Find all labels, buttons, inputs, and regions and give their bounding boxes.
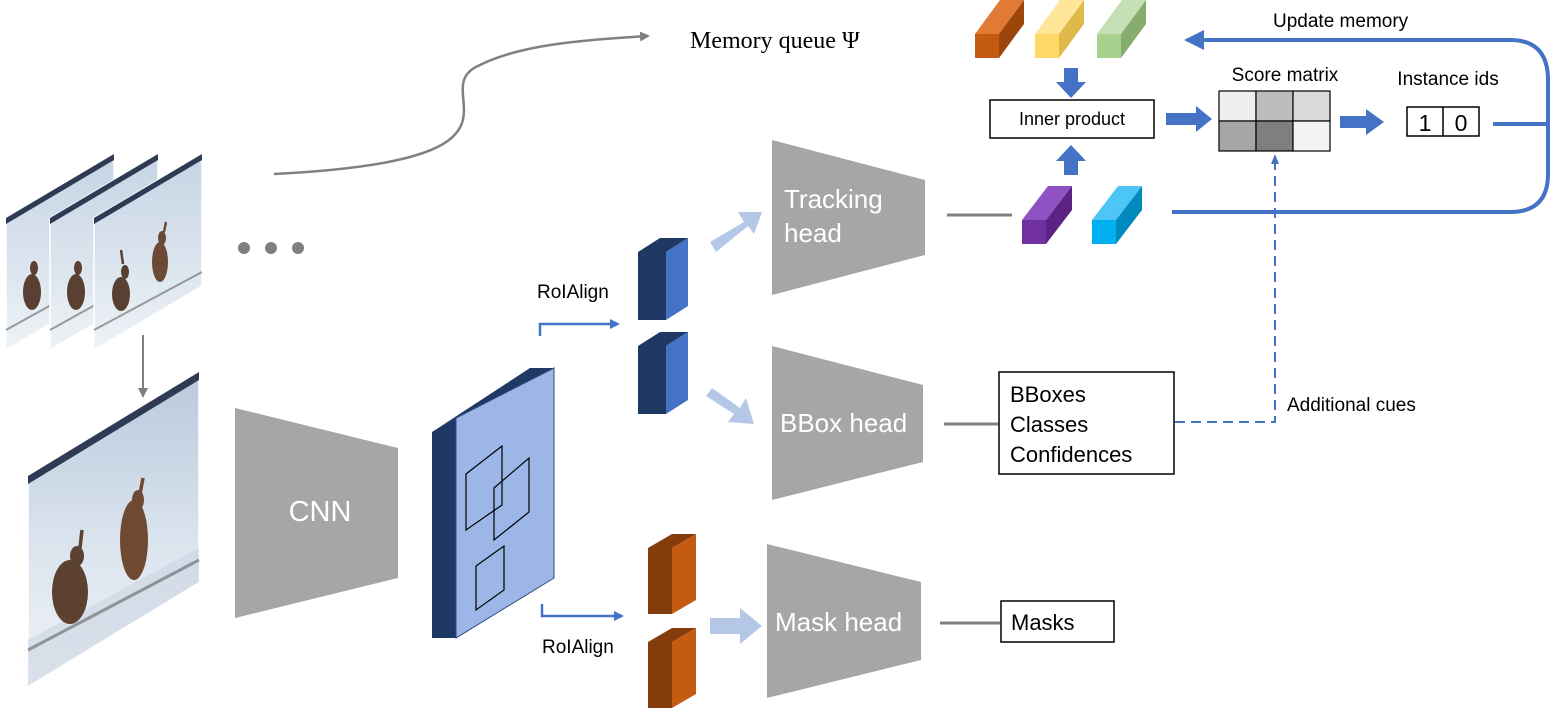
roialign-bottom-label: RoIAlign — [542, 637, 614, 658]
score-matrix-cell — [1255, 120, 1294, 152]
masks-label: Masks — [1011, 610, 1075, 635]
score-to-ids-arrow — [1340, 109, 1384, 135]
query-to-inner-product-arrow — [1056, 145, 1086, 175]
memory-feature-green — [1097, 0, 1146, 58]
additional-cues-label: Additional cues — [1287, 395, 1416, 416]
tracking-head — [772, 140, 925, 295]
bbox-head-label: BBox head — [780, 408, 907, 438]
instance-id-value: 1 — [1419, 110, 1432, 136]
bbox-output-classes: Classes — [1010, 412, 1088, 437]
memory-queue-curve — [273, 31, 650, 176]
memory-feature-yellow — [1035, 0, 1084, 58]
to-mask-arrow — [710, 608, 762, 644]
to-tracking-arrow — [710, 212, 762, 252]
score-matrix-cell — [1218, 90, 1257, 122]
instance-id-value: 0 — [1455, 110, 1468, 136]
video-frame — [93, 152, 203, 352]
bbox-head — [772, 346, 923, 500]
roi-feature-blue — [638, 332, 688, 414]
roialign-top-arrow — [538, 319, 620, 336]
inner-product-box: Inner product — [989, 99, 1155, 139]
score-matrix-cell — [1218, 120, 1257, 152]
cnn-label: CNN — [289, 496, 352, 528]
more-frames-ellipsis — [238, 242, 304, 254]
memory-feature-orange — [975, 0, 1024, 58]
roi-feature-orange — [648, 628, 696, 708]
video-frame-stack — [5, 152, 203, 352]
current-frame — [27, 370, 200, 688]
query-feature-purple — [1022, 186, 1072, 244]
instance-ids-title: Instance ids — [1397, 69, 1498, 90]
roi-feature-blue — [638, 238, 688, 320]
to-bbox-arrow — [706, 388, 754, 424]
update-memory-arrowhead — [1184, 30, 1204, 50]
score-matrix-title: Score matrix — [1232, 65, 1339, 86]
mask-head-label: Mask head — [775, 607, 902, 637]
tracking-head-label-line1: Tracking — [784, 184, 883, 214]
score-matrix-cell — [1292, 90, 1331, 122]
score-matrix — [1218, 90, 1331, 152]
memory-to-inner-product-arrow — [1056, 68, 1086, 98]
additional-cues-path — [1175, 154, 1279, 423]
inner-product-to-score-arrow — [1166, 106, 1212, 132]
score-matrix-cell — [1255, 90, 1294, 122]
instance-ids-box: 1 0 — [1406, 106, 1480, 137]
bbox-output-confidences: Confidences — [1010, 442, 1132, 467]
query-feature-cyan — [1092, 186, 1142, 244]
score-matrix-cell — [1292, 120, 1331, 152]
update-memory-loop — [1172, 124, 1550, 214]
cnn-block — [235, 408, 398, 618]
bbox-outputs-box: BBoxes Classes Confidences — [998, 371, 1175, 475]
roi-box — [475, 544, 505, 612]
masks-box: Masks — [1000, 600, 1115, 643]
update-memory-loop — [1200, 38, 1550, 126]
memory-queue-label: Memory queue Ψ — [690, 28, 860, 54]
roi-feature-orange — [648, 534, 696, 614]
bbox-output-bboxes: BBoxes — [1010, 382, 1086, 407]
mask-head — [767, 544, 921, 698]
feature-map — [432, 367, 555, 639]
roialign-top-label: RoIAlign — [537, 282, 609, 303]
tracking-head-label-line2: head — [784, 218, 842, 248]
inner-product-label: Inner product — [1019, 109, 1125, 129]
update-memory-label: Update memory — [1273, 11, 1409, 32]
roialign-bottom-arrow — [540, 604, 624, 621]
roi-box — [465, 444, 503, 532]
roi-box — [493, 456, 530, 542]
